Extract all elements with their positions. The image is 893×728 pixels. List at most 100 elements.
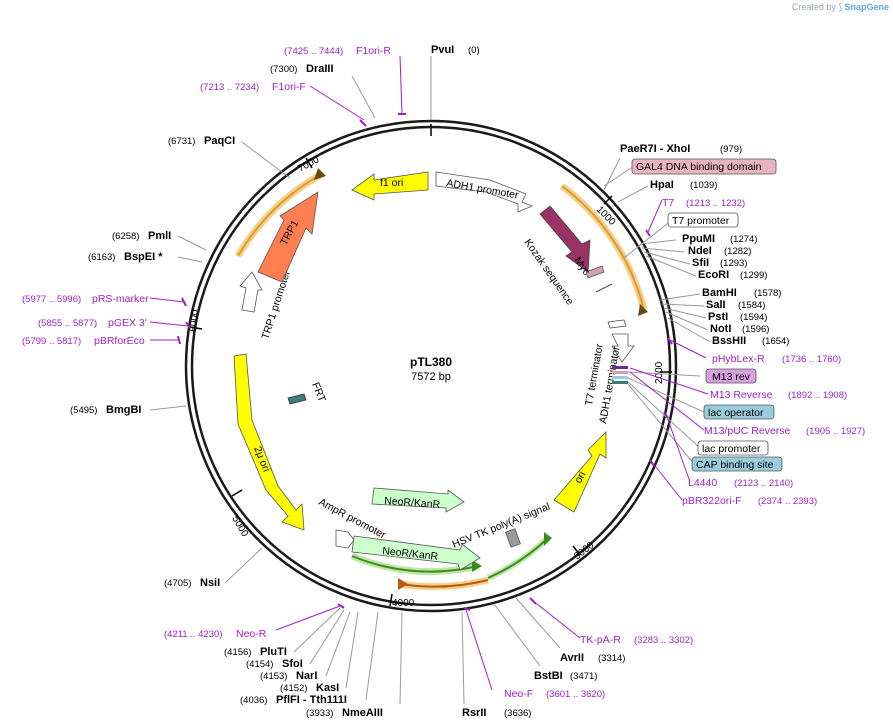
- site-sali-pos: (1584): [738, 300, 765, 311]
- site-avrii-name[interactable]: AvrII: [560, 652, 584, 664]
- site-bmgbi-name[interactable]: BmgBI: [106, 404, 141, 416]
- site-paqci-name[interactable]: PaqCI: [204, 135, 235, 147]
- leader-noti: [665, 311, 709, 331]
- primer-f1ori-f-name[interactable]: F1ori-F: [272, 81, 306, 93]
- origin-arc: [399, 579, 489, 588]
- primer-phyblex-r-name[interactable]: pHybLex-R: [712, 353, 765, 365]
- site-pflfi-name[interactable]: PflFI - Tth111I: [276, 694, 347, 706]
- site-pmli-name[interactable]: PmlI: [148, 230, 171, 242]
- site-sfoi-name[interactable]: SfoI: [282, 658, 303, 670]
- site-nari-name[interactable]: NarI: [296, 670, 317, 682]
- site-nmeaiii-name[interactable]: NmeAIII: [342, 707, 383, 719]
- f1-ori-label: f1 ori: [380, 177, 403, 189]
- site-ndei-name[interactable]: NdeI: [688, 245, 712, 257]
- two-micron-arrow: [233, 353, 305, 531]
- site-kasi-name[interactable]: KasI: [316, 682, 339, 694]
- primer-neo-f-name[interactable]: Neo-F: [504, 688, 533, 700]
- site-pluti-name[interactable]: PluTI: [260, 646, 287, 658]
- tick-3000: [572, 545, 581, 556]
- primer-prs-marker-name[interactable]: pRS-marker: [92, 293, 149, 305]
- site-sali-name[interactable]: SalI: [706, 299, 726, 311]
- leader-pgex3: [149, 321, 189, 327]
- primer-pgex3-name[interactable]: pGEX 3': [108, 317, 147, 329]
- leader-nmeaiii: [399, 611, 403, 705]
- site-paer7i-name[interactable]: PaeR7I - XhoI: [620, 143, 690, 155]
- site-ppumi-name[interactable]: PpuMI: [682, 233, 715, 245]
- myc-arrow: [585, 265, 605, 279]
- t7-promoter-box[interactable]: [667, 212, 739, 228]
- leader-kasi: [345, 611, 359, 689]
- leader-m13-reverse: [629, 367, 709, 395]
- leader-ppumi: [639, 239, 677, 245]
- site-hpai-name[interactable]: HpaI: [650, 179, 674, 191]
- backbone-outer: [184, 119, 678, 613]
- site-rsrii-name[interactable]: RsrII: [462, 707, 486, 719]
- primer-pgex3-pos: (5855 .. 5877): [38, 318, 97, 329]
- site-bamhi-name[interactable]: BamHI: [702, 287, 737, 299]
- site-nmeaiii-pos: (3933): [306, 708, 333, 719]
- leader-pflfi: [365, 611, 379, 701]
- leader-bsshii: [667, 317, 711, 343]
- site-bstbi-name[interactable]: BstBI: [534, 670, 563, 682]
- mark-phyblex-r: [667, 337, 673, 345]
- primer-neo-f-pos: (3601 .. 3620): [546, 689, 605, 700]
- site-ecori-name[interactable]: EcoRI: [698, 269, 729, 281]
- primer-pbr322ori-f-name[interactable]: pBR322ori-F: [682, 495, 742, 507]
- primer-m13-reverse-pos: (1892 .. 1908): [788, 390, 847, 401]
- site-draiii-name[interactable]: DraIII: [306, 63, 334, 75]
- site-nsii-name[interactable]: NsiI: [200, 577, 220, 589]
- leader-bmgbi: [149, 405, 187, 411]
- leader-nsii: [225, 547, 263, 583]
- mark-prs-marker: [181, 297, 187, 307]
- primer-prs-marker-pos: (5977 .. 5996): [22, 294, 81, 305]
- leader-tk-pa-r: [531, 599, 581, 639]
- neokanr-inner-label: NeoR/KanR: [384, 495, 441, 511]
- leader-m13-rev: [627, 371, 701, 377]
- primer-tk-pa-r-pos: (3283 .. 3302): [634, 635, 693, 646]
- primer-m13-puc-reverse-name[interactable]: M13/pUC Reverse: [704, 425, 791, 437]
- primer-m13-puc-reverse-pos: (1905 .. 1927): [806, 426, 865, 437]
- primer-m13-reverse-name[interactable]: M13 Reverse: [710, 389, 773, 401]
- cap-site-box[interactable]: [691, 456, 783, 472]
- gal4-box[interactable]: [631, 158, 777, 175]
- primer-l4440-name[interactable]: L4440: [688, 477, 717, 489]
- hsv-tk-mark: [505, 528, 521, 548]
- site-psti-name[interactable]: PstI: [708, 311, 728, 323]
- site-sfii-name[interactable]: SfiI: [692, 257, 709, 269]
- site-noti-name[interactable]: NotI: [710, 323, 731, 335]
- site-sfoi-pos: (4154): [246, 659, 273, 670]
- primer-pbr322ori-f-pos: (2374 .. 2393): [758, 496, 817, 507]
- frt-mark: [287, 393, 307, 405]
- primer-t7-name[interactable]: T7: [662, 197, 674, 209]
- site-pvui-name[interactable]: PvuI: [431, 44, 454, 56]
- primer-pbrforeco-pos: (5799 .. 5817): [22, 336, 81, 347]
- primer-neo-r-name[interactable]: Neo-R: [236, 628, 267, 640]
- mark-pbrforeco: [177, 335, 181, 345]
- site-bspei-name[interactable]: BspEI *: [124, 251, 163, 263]
- snapgene-credit: Created by ⟆ SnapGene: [792, 2, 889, 13]
- primer-tk-pa-r-name[interactable]: TK-pA-R: [580, 634, 621, 646]
- t7-promoter-label: T7 promoter: [672, 215, 730, 227]
- snapgene-logo-icon: ⟆: [838, 2, 842, 12]
- primer-leaders: [149, 55, 709, 691]
- site-psti-pos: (1594): [740, 312, 767, 323]
- primer-f1ori-r-name[interactable]: F1ori-R: [356, 45, 391, 57]
- site-ppumi-pos: (1274): [730, 234, 757, 245]
- site-bsshii-name[interactable]: BssHII: [712, 335, 746, 347]
- leader-pbr322ori-f: [651, 461, 683, 501]
- ampr-promoter-arrow: [335, 529, 355, 549]
- cap-site-label: CAP binding site: [696, 459, 774, 471]
- leader-ecori: [645, 255, 697, 277]
- primer-pbrforeco-name[interactable]: pBRforEco: [94, 335, 145, 347]
- site-ecori-pos: (1299): [740, 270, 767, 281]
- m13-rev-box[interactable]: [705, 368, 757, 384]
- lac-operator-box[interactable]: [703, 404, 775, 420]
- lac-promoter-box[interactable]: [697, 440, 769, 456]
- plasmid-name: pTL380: [410, 355, 452, 369]
- leader-cap-site: [627, 383, 695, 465]
- leader-avrii: [515, 597, 561, 649]
- site-sfii-pos: (1293): [720, 258, 747, 269]
- site-bamhi-pos: (1578): [754, 288, 781, 299]
- tick-label-2000: 2000: [654, 361, 665, 384]
- tick-7000: [305, 157, 313, 169]
